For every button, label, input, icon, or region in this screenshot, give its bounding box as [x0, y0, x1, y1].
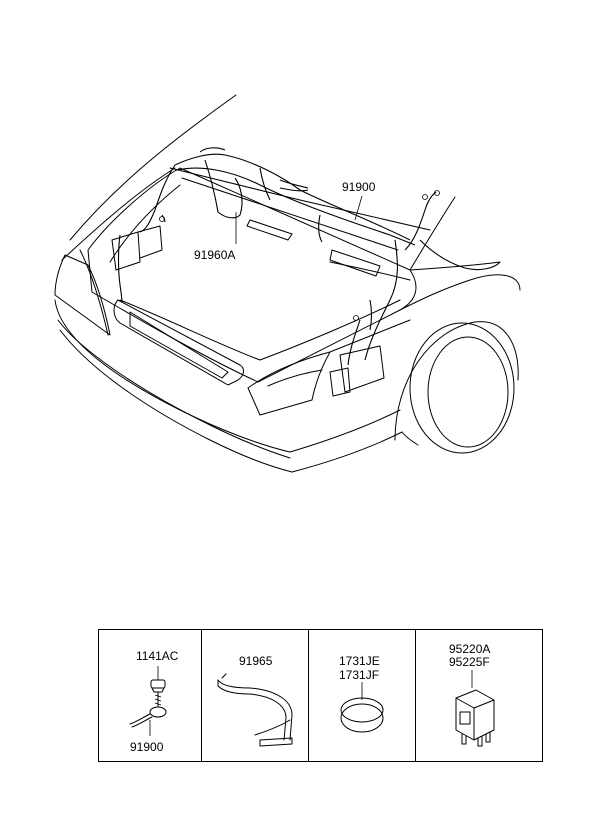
table-divider — [201, 630, 202, 761]
wiring-harness — [117, 147, 501, 366]
relay-icon — [455, 670, 495, 747]
wire-protector-icon — [217, 673, 293, 747]
part-code: 95220A — [449, 642, 491, 656]
part-code: 1731JE — [339, 654, 380, 668]
table-divider — [308, 630, 309, 761]
part-code: 1731JF — [339, 668, 380, 682]
harness-part-number: 91900 — [342, 180, 376, 194]
car-body — [54, 94, 521, 473]
plug-cap-icon — [340, 682, 384, 733]
bolt-ground-terminal-icon — [129, 666, 167, 736]
part-code: 95225F — [449, 655, 490, 669]
part-code: 1141AC — [136, 649, 179, 663]
sub-harness-part-number: 91960A — [194, 248, 236, 262]
part-code: 91965 — [239, 654, 273, 668]
table-divider — [415, 630, 416, 761]
parts-table — [98, 629, 543, 762]
part-code: 91900 — [130, 740, 164, 754]
leader-91900 — [354, 195, 363, 221]
